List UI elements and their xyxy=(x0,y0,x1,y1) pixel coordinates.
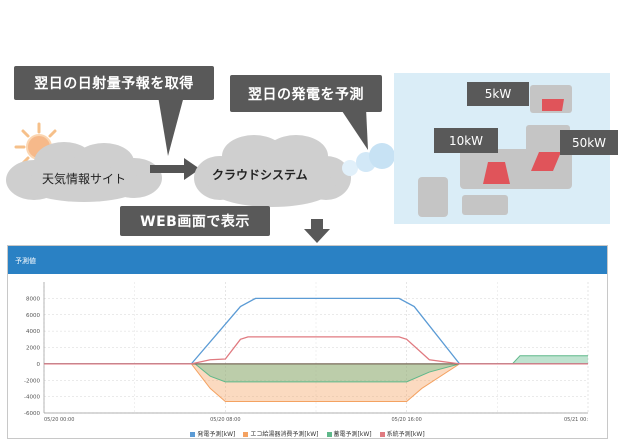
legend-label: 発電予測[kW] xyxy=(197,431,236,438)
arrow-down-icon xyxy=(304,219,330,243)
weather-site-cloud xyxy=(6,142,162,202)
thought-bubbles xyxy=(342,143,395,176)
capacity-tag-10kw: 10kW xyxy=(434,128,498,153)
weather-site-label: 天気情報サイト xyxy=(42,172,127,186)
legend-label: 蓄電予測[kW] xyxy=(333,431,372,438)
forecast-fetch-callout: 翌日の日射量予報を取得 xyxy=(14,66,214,100)
x-tick-label: 05/20 16:00 xyxy=(391,417,421,423)
arrow-right-icon xyxy=(150,158,200,180)
legend-swatch xyxy=(243,432,249,437)
y-tick-label: 0 xyxy=(37,362,41,368)
legend-swatch xyxy=(326,432,332,437)
predict-generation-callout: 翌日の発電を予測 xyxy=(230,75,382,112)
plant-5kw-marker xyxy=(542,99,564,111)
series-line xyxy=(44,363,588,403)
chart-header: 予測値 xyxy=(8,246,607,274)
legend-item[interactable]: 発電予測[kW] xyxy=(190,429,235,438)
chart-legend: 発電予測[kW] エコ給湯器消費予測[kW] 蓄電予測[kW] 系統予測[kW] xyxy=(8,429,607,438)
series-line xyxy=(44,336,588,365)
x-tick-label: 05/20 00:00 xyxy=(44,417,74,423)
capacity-tag-5kw: 5kW xyxy=(467,82,529,106)
web-display-callout: WEB画面で表示 xyxy=(120,206,270,236)
forecast-chart: -6000 -4000 -2000 0 2000 4000 6000 8000 05/20 00… xyxy=(24,282,588,423)
y-tick-label: 8000 xyxy=(26,296,40,302)
y-tick-label: 6000 xyxy=(26,313,40,319)
plant-10kw-marker xyxy=(483,162,510,184)
legend-item[interactable]: エコ給湯器消費予測[kW] xyxy=(243,429,319,438)
series-area xyxy=(44,363,588,402)
predict-callout-tail xyxy=(340,108,368,150)
x-tick-label: 05/21 00: xyxy=(564,417,588,423)
cloud-system-label: クラウドシステム xyxy=(212,168,308,182)
capacity-tag-50kw: 50kW xyxy=(560,130,618,155)
y-tick-label: 2000 xyxy=(26,346,40,352)
y-tick-label: -2000 xyxy=(24,378,40,384)
series-line xyxy=(44,297,588,365)
plant-map xyxy=(418,85,572,217)
plant-map-panel: 5kW 10kW 50kW xyxy=(394,73,618,224)
chart-header-title: 予測値 xyxy=(15,257,36,265)
y-tick-label: -6000 xyxy=(24,411,40,417)
legend-label: 系統予測[kW] xyxy=(386,431,425,438)
y-tick-label: -4000 xyxy=(24,395,40,401)
y-tick-label: 4000 xyxy=(26,329,40,335)
x-tick-label: 05/20 08:00 xyxy=(210,417,240,423)
series-area xyxy=(44,355,588,382)
cloud-system-cloud xyxy=(194,135,351,207)
legend-label: エコ給湯器消費予測[kW] xyxy=(250,431,319,438)
forecast-chart-panel: 予測値 -6000 -4000 -2000 0 2000 4000 6000 8000 05/2… xyxy=(7,245,608,439)
legend-swatch xyxy=(379,432,385,437)
forecast-callout-tail xyxy=(158,96,184,156)
series-line xyxy=(44,355,588,383)
legend-item[interactable]: 蓄電予測[kW] xyxy=(326,429,372,438)
legend-item[interactable]: 系統予測[kW] xyxy=(379,429,425,438)
plant-50kw-marker xyxy=(531,152,561,171)
legend-swatch xyxy=(190,432,196,437)
